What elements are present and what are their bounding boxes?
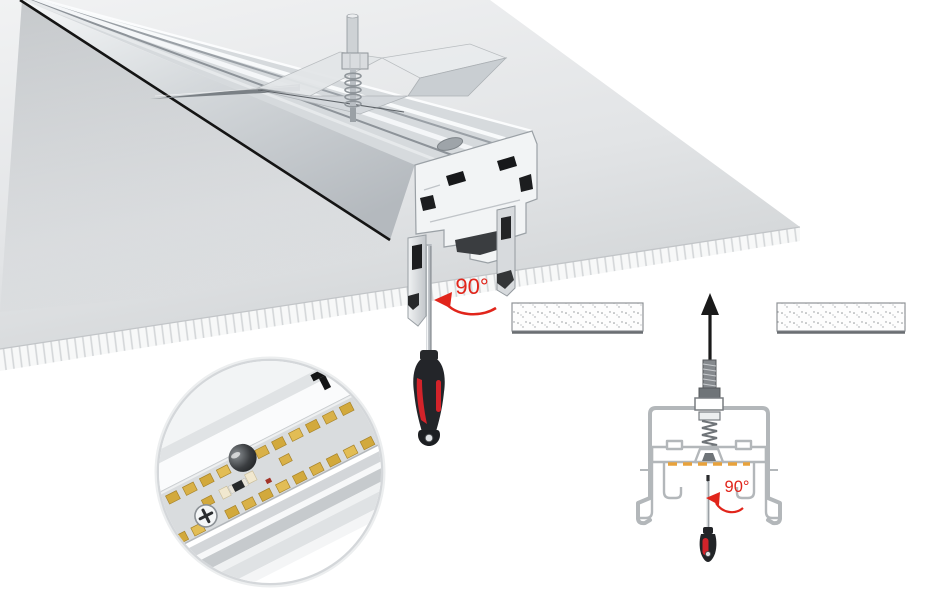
mounting-clip bbox=[150, 13, 508, 122]
schematic-screwdriver bbox=[699, 475, 717, 562]
profile-groove-line bbox=[19, 0, 391, 242]
profile-top-ribs bbox=[26, 0, 533, 162]
rotation-label-main: 90° bbox=[455, 274, 488, 299]
rod-spring bbox=[344, 72, 362, 108]
schematic-spring bbox=[701, 420, 718, 449]
screwdriver bbox=[413, 244, 445, 446]
end-face-slot-4 bbox=[519, 174, 533, 192]
schematic-ceiling-panel-left bbox=[511, 302, 644, 334]
profile-mount-hole bbox=[436, 137, 464, 151]
schematic-mount-plate bbox=[694, 397, 724, 411]
panel-cut-edge-hatch bbox=[0, 227, 800, 371]
threaded-rod bbox=[341, 13, 369, 122]
screwdriver-shaft bbox=[426, 244, 432, 354]
rotation-arrowhead-schematic bbox=[706, 492, 720, 505]
end-face-slot-2 bbox=[497, 156, 517, 171]
detail-inset bbox=[154, 356, 386, 588]
rotation-label-schematic: 90° bbox=[725, 478, 750, 496]
profile-side-face bbox=[18, 0, 415, 240]
profile-shadow bbox=[0, 0, 392, 312]
clip-wing-front-right bbox=[407, 57, 508, 97]
panel-edge-line bbox=[0, 226, 801, 350]
end-face-led-channel bbox=[455, 230, 504, 255]
end-face-slot-3 bbox=[420, 195, 436, 211]
schematic: 90° bbox=[511, 293, 906, 562]
end-face-slot-1 bbox=[446, 171, 466, 186]
schematic-ceiling-panel-right bbox=[776, 302, 906, 334]
rotation-arrow-main bbox=[443, 301, 497, 316]
pcb-pad-cream-2 bbox=[244, 470, 258, 485]
main-illustration: 90° bbox=[0, 0, 801, 446]
screwdriver-handle-red-grip bbox=[416, 378, 427, 424]
screwdriver-collar bbox=[420, 350, 438, 361]
clip-front-edge bbox=[257, 89, 405, 113]
pcb-pad-cream-1 bbox=[218, 485, 232, 500]
led-dome-lens bbox=[228, 443, 257, 472]
pcb-red-component bbox=[265, 477, 273, 485]
lift-arrowhead bbox=[701, 293, 719, 315]
profile-lower-legs bbox=[407, 205, 516, 327]
rotation-arrowhead-main bbox=[434, 292, 452, 308]
schematic-profile-section bbox=[636, 439, 782, 520]
screwdriver-lanyard-hole bbox=[424, 433, 434, 443]
rotation-arrow-schematic bbox=[715, 502, 744, 514]
schematic-rod bbox=[698, 359, 721, 399]
schematic-washer bbox=[698, 411, 721, 421]
